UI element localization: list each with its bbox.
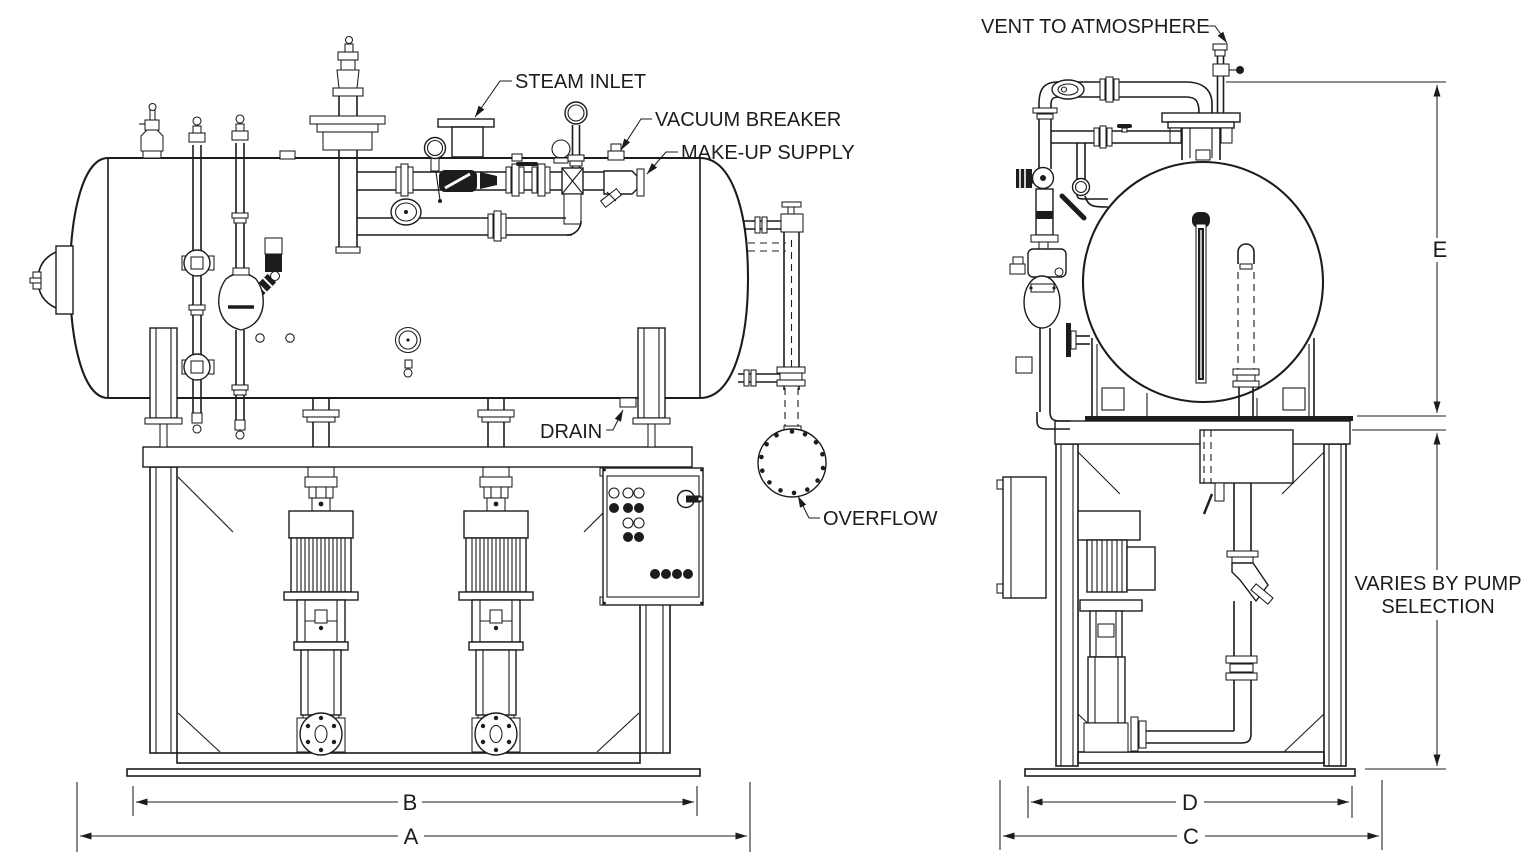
base-plate	[126, 768, 701, 777]
end-base-plate	[1024, 768, 1356, 777]
level-gauge-port	[394, 326, 422, 378]
valve-lever	[1059, 193, 1087, 221]
end-makeup-train	[1009, 104, 1090, 430]
dimension-b: B	[132, 786, 698, 816]
level-column-1	[181, 116, 215, 434]
pump-1	[283, 466, 359, 756]
steam-piping	[309, 35, 645, 254]
suction-nozzles	[302, 398, 515, 447]
steam-inlet-nozzle	[437, 118, 495, 158]
callout-steam-inlet: STEAM INLET	[515, 71, 646, 93]
lifting-lug	[279, 150, 296, 160]
callout-overflow: OVERFLOW	[823, 508, 938, 530]
end-manway	[1161, 112, 1241, 161]
end-tank	[1054, 160, 1353, 445]
callout-makeup-supply: MAKE-UP SUPPLY	[681, 142, 855, 164]
end-view: VENT TO ATMOSPHERE E VARIES BY PUMP SELE…	[981, 16, 1522, 850]
pump-stand-frame	[126, 466, 701, 777]
control-panel	[599, 467, 704, 606]
makeup-strainer	[599, 168, 645, 209]
relief-valve	[139, 102, 164, 159]
panel-disconnect-switch	[676, 489, 703, 509]
varies-note-line2: SELECTION	[1381, 596, 1494, 618]
overflow-pot	[757, 425, 827, 498]
left-manway	[29, 245, 74, 315]
vacuum-breaker-fitting	[607, 143, 625, 161]
end-panel-side	[996, 476, 1047, 599]
gauge-glass-column	[738, 201, 827, 498]
dim-label-b: B	[403, 790, 418, 815]
panel-lights	[608, 487, 693, 579]
end-frame	[1024, 443, 1356, 777]
thermometer-well	[1192, 212, 1210, 384]
end-top-piping	[1038, 76, 1213, 221]
side-view: STEAM INLET VACUUM BREAKER MAKE-UP SUPPL…	[29, 35, 938, 852]
dim-label-c: C	[1183, 824, 1199, 849]
side-view-callouts: STEAM INLET VACUUM BREAKER MAKE-UP SUPPL…	[474, 71, 938, 530]
callout-vacuum-breaker: VACUUM BREAKER	[655, 109, 841, 131]
dimension-a: A	[76, 782, 751, 852]
vent-pipe	[1212, 43, 1244, 113]
dim-label-a: A	[404, 824, 419, 849]
drain-fitting	[619, 397, 637, 408]
end-pump	[1077, 510, 1156, 753]
deck-beam	[142, 446, 693, 468]
internal-overflow-pipe	[1232, 243, 1260, 423]
dim-label-e: E	[1433, 237, 1448, 262]
receiver-tank	[29, 150, 750, 408]
dimension-varies: VARIES BY PUMP SELECTION	[1352, 429, 1522, 770]
pump-2	[458, 466, 534, 756]
level-column-2-float-control	[218, 114, 283, 440]
dimension-c: C	[999, 780, 1383, 850]
tank-saddles	[144, 327, 671, 448]
varies-note-line1: VARIES BY PUMP	[1354, 573, 1521, 595]
callout-vent: VENT TO ATMOSPHERE	[981, 16, 1210, 38]
end-view-callouts: VENT TO ATMOSPHERE	[981, 16, 1228, 44]
callout-drain: DRAIN	[540, 421, 602, 443]
dimension-d: D	[1027, 786, 1353, 818]
dimension-e: E	[1226, 81, 1448, 417]
end-drop-pipe	[1146, 429, 1294, 744]
dim-label-d: D	[1182, 790, 1198, 815]
